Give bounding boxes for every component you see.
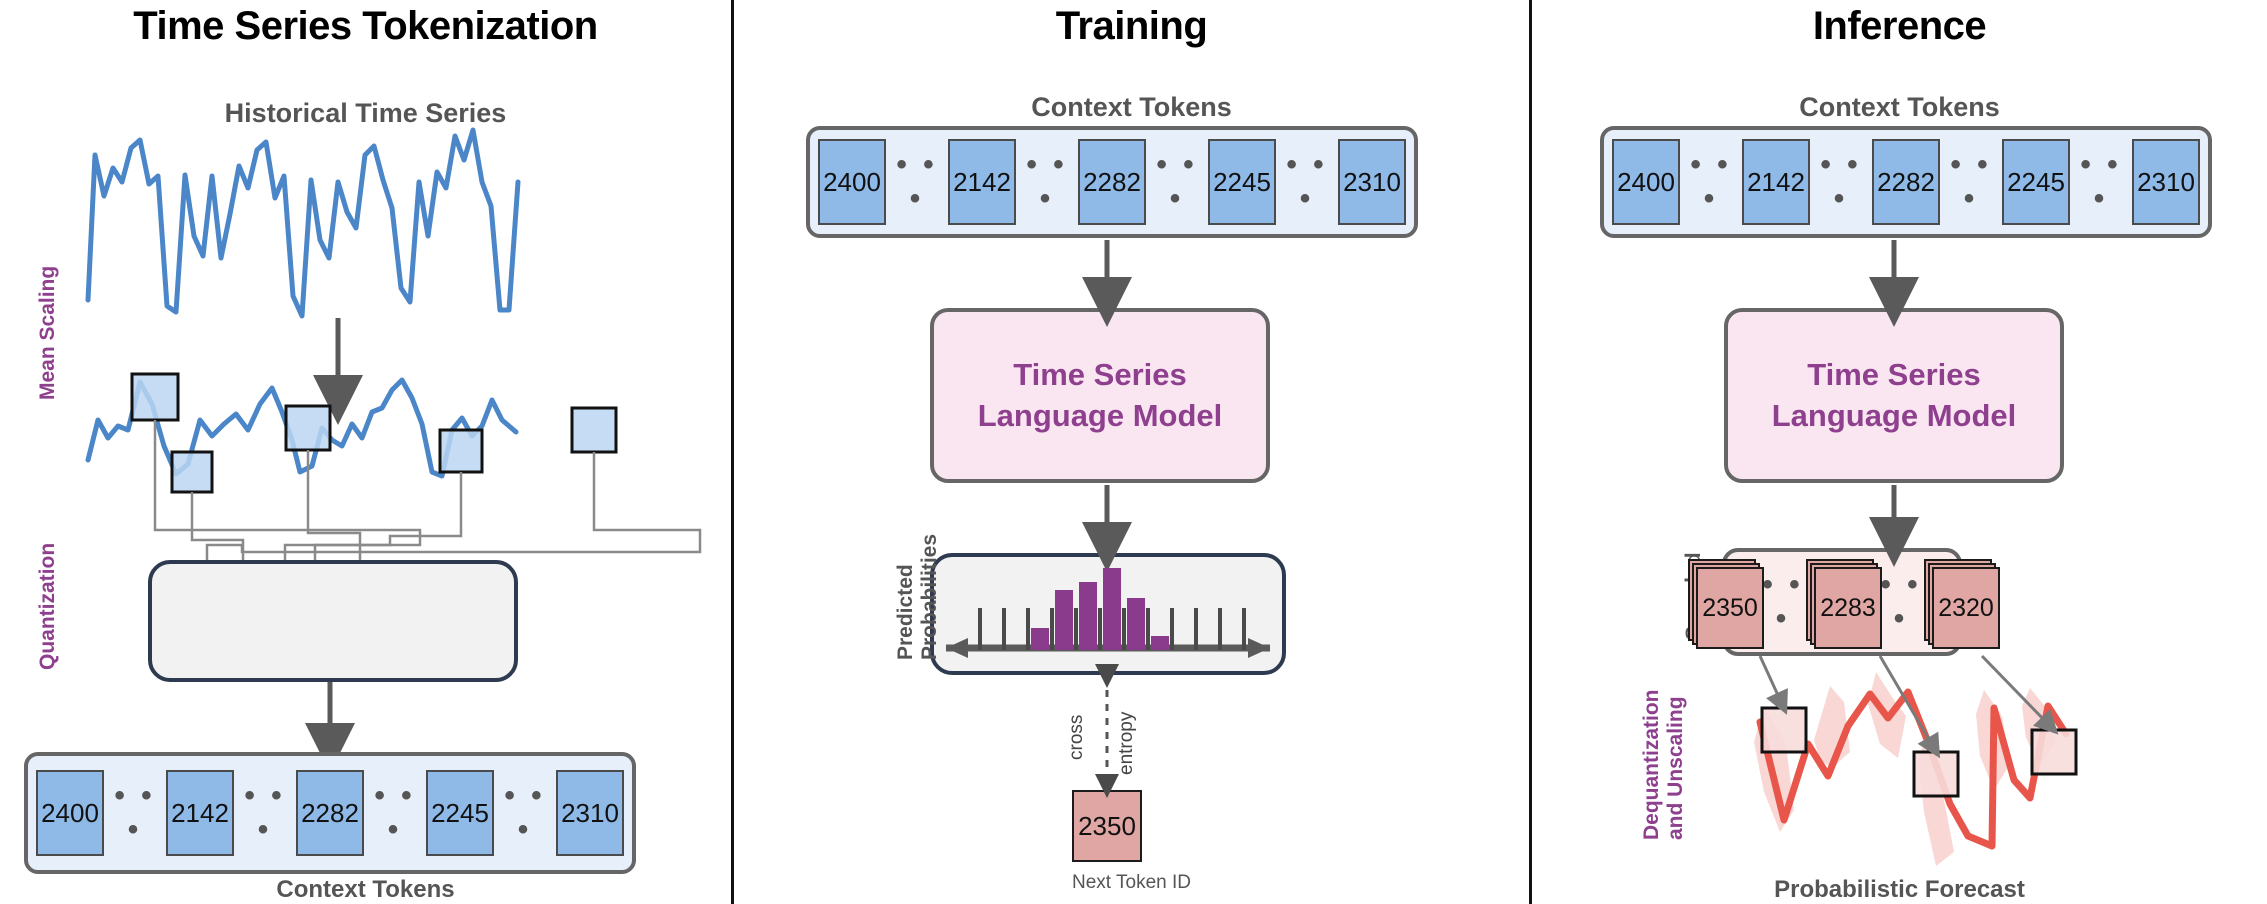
model-label: Time Series Language Model xyxy=(978,355,1223,436)
time-series-language-model-box-training[interactable]: Time Series Language Model xyxy=(930,308,1270,483)
ellipsis: • • • xyxy=(1880,568,1922,635)
panel-training: Training Context Tokens 2400 • • • 2142 … xyxy=(734,0,1529,904)
ellipsis: • • • xyxy=(1286,148,1328,215)
ellipsis: • • • xyxy=(1690,148,1732,215)
probabilistic-forecast-caption: Probabilistic Forecast xyxy=(1774,876,2025,903)
page-title-inference: Inference xyxy=(1812,4,1987,48)
token-chip[interactable]: 2400 xyxy=(36,770,104,856)
context-tokens-container-tokenization[interactable]: 2400 • • • 2142 • • • 2282 • • • 2245 • … xyxy=(24,752,636,874)
dequantization-boxes xyxy=(1760,706,2078,798)
token-chip[interactable]: 2245 xyxy=(426,770,494,856)
panel-tokenization: Time Series Tokenization Historical Time… xyxy=(0,0,731,904)
panel-inference: Inference Context Tokens 2400 • • • 2142… xyxy=(1532,0,2267,904)
probability-axis xyxy=(946,608,1270,658)
token-chip[interactable]: 2142 xyxy=(1742,139,1810,225)
model-label-line2: Language Model xyxy=(1771,397,2017,433)
model-label-line1: Time Series xyxy=(1807,357,1981,393)
token-chip[interactable]: 2310 xyxy=(556,770,624,856)
ellipsis: • • • xyxy=(1762,568,1804,635)
token-list: 2400 • • • 2142 • • • 2282 • • • 2245 • … xyxy=(818,139,1406,225)
token-chip[interactable]: 2245 xyxy=(1208,139,1276,225)
model-label-line2: Language Model xyxy=(977,397,1223,433)
ellipsis: • • • xyxy=(2080,148,2122,215)
token-chip[interactable]: 2400 xyxy=(1612,139,1680,225)
ellipsis: • • • xyxy=(1820,148,1862,215)
ellipsis: • • • xyxy=(896,148,938,215)
token-chip[interactable]: 2142 xyxy=(948,139,1016,225)
ellipsis: • • • xyxy=(504,779,546,846)
training-graphics xyxy=(946,240,1270,798)
sampled-token-stack[interactable]: 2350 xyxy=(1688,559,1764,649)
panel-divider-2 xyxy=(1529,0,1532,904)
probability-bars xyxy=(1031,568,1169,650)
historical-series-line xyxy=(85,127,521,319)
model-label-line1: Time Series xyxy=(1013,357,1187,393)
quantization-connectors xyxy=(153,420,702,629)
next-token-chip[interactable]: 2350 xyxy=(1072,790,1142,862)
next-token-caption: Next Token ID xyxy=(1072,872,1191,893)
context-tokens-caption: Context Tokens xyxy=(276,876,455,903)
sampled-token-chip[interactable]: 2320 xyxy=(1932,567,2000,649)
sampled-token-list: 2350 • • • 2283 • • • 2320 xyxy=(1688,559,2000,649)
token-chip[interactable]: 2282 xyxy=(1872,139,1940,225)
token-chip[interactable]: 2400 xyxy=(818,139,886,225)
page-title-tokenization: Time Series Tokenization xyxy=(133,4,598,48)
panel-divider-1 xyxy=(731,0,734,904)
quantization-highlight-boxes xyxy=(130,372,618,494)
ellipsis: • • • xyxy=(244,779,286,846)
token-chip[interactable]: 2245 xyxy=(2002,139,2070,225)
inference-graphics xyxy=(1754,240,2078,866)
ellipsis: • • • xyxy=(1156,148,1198,215)
sampled-token-stack[interactable]: 2283 xyxy=(1806,559,1882,649)
token-chip[interactable]: 2310 xyxy=(2132,139,2200,225)
token-chip[interactable]: 2142 xyxy=(166,770,234,856)
token-chip[interactable]: 2282 xyxy=(296,770,364,856)
context-tokens-caption-training: Context Tokens xyxy=(1031,92,1232,122)
ellipsis: • • • xyxy=(374,779,416,846)
ellipsis: • • • xyxy=(1026,148,1068,215)
sampled-token-stack[interactable]: 2320 xyxy=(1924,559,2000,649)
sampled-token-chip[interactable]: 2283 xyxy=(1814,567,1882,649)
sampled-tokens-container[interactable]: 2350 • • • 2283 • • • 2320 xyxy=(1688,548,2000,656)
token-chip[interactable]: 2282 xyxy=(1078,139,1146,225)
token-chip[interactable]: 2310 xyxy=(1338,139,1406,225)
ellipsis: • • • xyxy=(114,779,156,846)
sampled-to-forecast-connectors xyxy=(1758,654,2059,759)
token-list: 2400 • • • 2142 • • • 2282 • • • 2245 • … xyxy=(1612,139,2200,225)
page-title-training: Training xyxy=(1055,4,1208,48)
quantization-box xyxy=(148,560,518,682)
historical-series-title: Historical Time Series xyxy=(224,98,507,128)
context-tokens-caption-inference: Context Tokens xyxy=(1799,92,2000,122)
token-list: 2400 • • • 2142 • • • 2282 • • • 2245 • … xyxy=(36,770,624,856)
sampled-token-chip[interactable]: 2350 xyxy=(1696,567,1764,649)
context-tokens-container-training[interactable]: 2400 • • • 2142 • • • 2282 • • • 2245 • … xyxy=(806,126,1418,238)
ellipsis: • • • xyxy=(1950,148,1992,215)
context-tokens-container-inference[interactable]: 2400 • • • 2142 • • • 2282 • • • 2245 • … xyxy=(1600,126,2212,238)
model-label: Time Series Language Model xyxy=(1772,355,2017,436)
